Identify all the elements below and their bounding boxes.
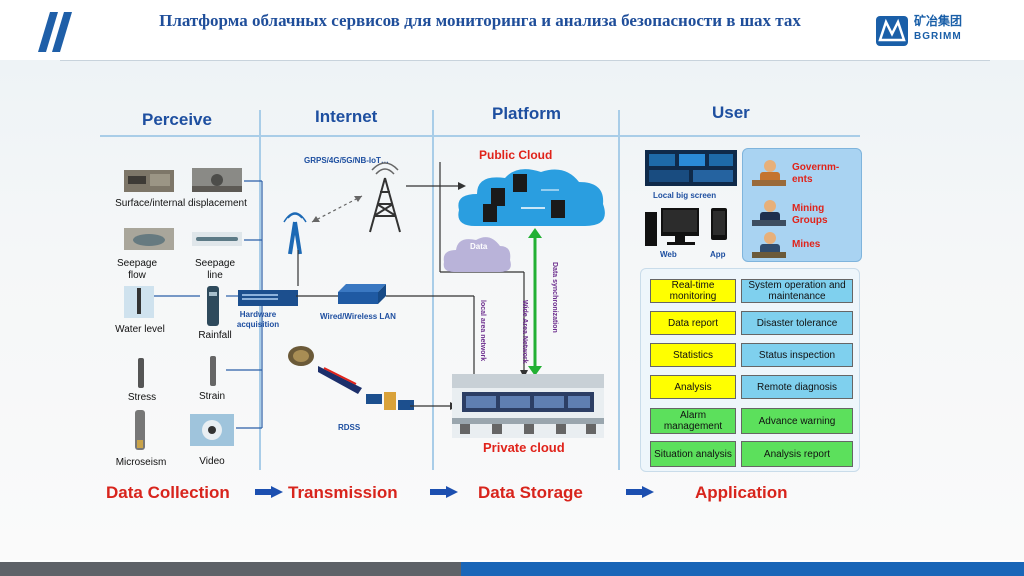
signal-tower-icon <box>369 162 401 233</box>
mining-groups-label: Mining Groups <box>792 203 828 226</box>
data-sync-label: Data synchronization <box>551 262 558 333</box>
satellite-dish-icon <box>288 346 314 366</box>
hardware-acquisition-label: Hardware acquisition <box>236 310 280 329</box>
function-statistics: Statistics <box>650 343 736 367</box>
logo-chinese-text: 矿冶集团 <box>914 14 963 28</box>
bgrimm-logo-icon <box>876 16 908 46</box>
government-user-icon <box>752 160 786 186</box>
function-analysis-report: Analysis report <box>741 441 853 467</box>
header-slashes-icon <box>38 12 72 52</box>
surface-displacement-label: Surface/internal displacement <box>115 198 247 209</box>
column-perceive: Perceive <box>142 110 212 129</box>
column-divider-3 <box>618 110 620 470</box>
seepage-line-photo-icon <box>192 232 242 246</box>
rainfall-gauge-icon <box>207 286 219 326</box>
flow-arrow-1-icon <box>255 486 283 498</box>
column-divider-2 <box>432 110 434 470</box>
video-label: Video <box>199 456 225 467</box>
hardware-acquisition-device-icon <box>238 290 298 306</box>
local-big-screen-label: Local big screen <box>653 191 717 200</box>
data-cloud-icon <box>443 237 511 272</box>
public-cloud-label: Public Cloud <box>479 148 553 162</box>
flow-data-collection: Data Collection <box>106 483 230 502</box>
strain-sensor-icon <box>210 356 216 386</box>
flow-transmission: Transmission <box>288 483 398 502</box>
function-disaster-tolerance: Disaster tolerance <box>741 311 853 335</box>
grps-label: GRPS/4G/5G/NB-IoT… <box>304 156 389 165</box>
satellite-link-icon <box>318 366 362 394</box>
flow-arrow-3-icon <box>626 486 654 498</box>
wired-lan-label: Wired/Wireless LAN <box>320 312 396 321</box>
data-cloud-label: Data <box>470 242 488 251</box>
web-computer-icon <box>645 208 699 246</box>
private-cloud-label: Private cloud <box>483 440 565 455</box>
seepage-flow-photo-icon <box>124 228 174 250</box>
column-user: User <box>712 103 750 122</box>
surface-displacement-photo-2-icon <box>192 168 242 192</box>
function-alarm-management: Alarm management <box>650 408 736 434</box>
public-cloud-icon <box>458 169 605 226</box>
wide-network-label: Wide Area Network <box>521 300 528 364</box>
microseism-sensor-icon <box>135 410 145 450</box>
seepage-flow-label: Seepage flow <box>116 258 158 281</box>
water-level-label: Water level <box>115 324 165 335</box>
data-sync-arrow-icon <box>528 228 542 376</box>
governments-label: Governm-ents <box>792 162 840 185</box>
private-cloud-datacenter-icon <box>452 374 604 438</box>
app-phone-icon <box>711 208 727 240</box>
flow-application: Application <box>695 483 788 502</box>
seepage-line-label: Seepage line <box>194 258 236 281</box>
satellite-icon <box>366 392 414 410</box>
function-analysis: Analysis <box>650 375 736 399</box>
stress-label: Stress <box>127 392 157 403</box>
microseism-label: Microseism <box>115 457 167 468</box>
rainfall-label: Rainfall <box>198 330 232 341</box>
app-label: App <box>710 250 726 259</box>
column-internet: Internet <box>315 107 378 126</box>
video-camera-icon <box>190 414 234 446</box>
mine-user-icon <box>752 232 786 258</box>
rdss-label: RDSS <box>338 423 361 432</box>
mines-label: Mines <box>792 239 821 250</box>
mining-group-user-icon <box>752 200 786 226</box>
antenna-icon <box>283 212 307 255</box>
function-remote-diagnosis: Remote diagnosis <box>741 375 853 399</box>
web-label: Web <box>660 250 677 259</box>
user-roles-panel <box>742 148 862 262</box>
water-level-photo-icon <box>124 286 154 318</box>
surface-displacement-photo-icon <box>124 170 174 192</box>
stress-sensor-icon <box>138 358 144 388</box>
local-network-label: local area network <box>479 300 486 362</box>
network-switch-icon <box>338 284 386 304</box>
function-system-operation: System operation and maintenance <box>741 279 853 303</box>
column-platform: Platform <box>492 104 561 123</box>
local-big-screen-icon <box>645 150 737 186</box>
header-divider-line <box>100 135 860 137</box>
function-situation-analysis: Situation analysis <box>650 441 736 467</box>
title-divider <box>60 60 990 61</box>
page-title: Платформа облачных сервисов для монитори… <box>159 11 801 30</box>
function-realtime-monitoring: Real-time monitoring <box>650 279 736 303</box>
logo-english-text: BGRIMM <box>914 31 962 42</box>
function-advance-warning: Advance warning <box>741 408 853 434</box>
footer-bar <box>0 562 1024 576</box>
function-status-inspection: Status inspection <box>741 343 853 367</box>
strain-label: Strain <box>198 391 226 402</box>
flow-arrow-2-icon <box>430 486 458 498</box>
flow-data-storage: Data Storage <box>478 483 583 502</box>
function-data-report: Data report <box>650 311 736 335</box>
